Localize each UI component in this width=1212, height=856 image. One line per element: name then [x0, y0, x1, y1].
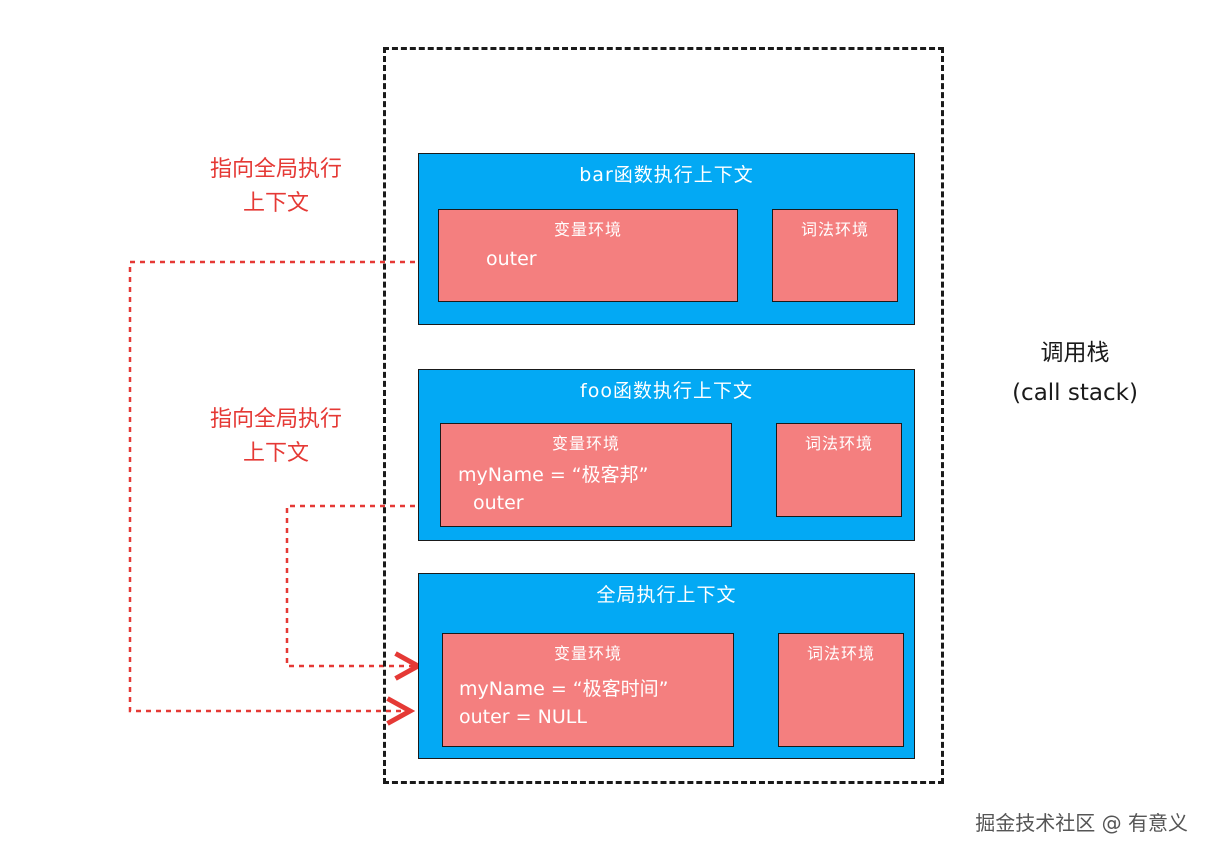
- call-stack-frame: [383, 47, 944, 784]
- call-stack-label-en: (call stack): [1012, 380, 1138, 406]
- pointer-label-1: 指向全局执行 上下文: [186, 153, 366, 221]
- bar-outer-line: outer: [486, 248, 537, 270]
- foo-variable-env-title: 变量环境: [551, 434, 620, 453]
- pointer-label-1-line1: 指向全局执行: [209, 157, 342, 182]
- call-stack-label: 调用栈 (call stack): [985, 333, 1165, 413]
- pointer-label-1-line2: 上下文: [242, 191, 309, 216]
- bar-variable-environment: 变量环境 outer: [438, 209, 738, 302]
- global-myname-line: myName = “极客时间”: [459, 678, 669, 700]
- foo-myname-line: myName = “极客邦”: [458, 464, 649, 486]
- foo-context-title: foo函数执行上下文: [580, 380, 753, 402]
- bar-lexical-env-title: 词法环境: [800, 220, 869, 239]
- global-variable-env-title: 变量环境: [553, 644, 622, 663]
- foo-variable-environment: 变量环境 myName = “极客邦” outer: [440, 423, 732, 527]
- bar-outer-arrow: [128, 260, 475, 711]
- foo-execution-context: foo函数执行上下文 变量环境 myName = “极客邦” outer 词法环…: [418, 369, 915, 541]
- foo-lexical-env-title: 词法环境: [804, 434, 873, 453]
- pointer-label-2-line1: 指向全局执行: [209, 407, 342, 432]
- foo-lexical-environment: 词法环境: [776, 423, 902, 517]
- bar-lexical-environment: 词法环境: [772, 209, 898, 302]
- global-lexical-env-title: 词法环境: [806, 644, 875, 663]
- global-execution-context: 全局执行上下文 变量环境 myName = “极客时间” outer = NUL…: [418, 573, 915, 759]
- bar-variable-env-title: 变量环境: [553, 220, 622, 239]
- call-stack-label-zh: 调用栈: [1040, 340, 1110, 366]
- bar-context-title: bar函数执行上下文: [579, 164, 754, 186]
- global-outer-line: outer = NULL: [459, 706, 587, 728]
- global-context-title: 全局执行上下文: [596, 584, 737, 606]
- pointer-label-2-line2: 上下文: [242, 441, 309, 466]
- global-lexical-environment: 词法环境: [778, 633, 904, 747]
- pointer-label-2: 指向全局执行 上下文: [186, 403, 366, 471]
- foo-outer-line: outer: [473, 492, 524, 514]
- global-variable-environment: 变量环境 myName = “极客时间” outer = NULL: [442, 633, 734, 747]
- foo-outer-arrow: [285, 504, 455, 666]
- watermark: 掘金技术社区 @ 有意义: [975, 811, 1188, 835]
- bar-execution-context: bar函数执行上下文 变量环境 outer 词法环境: [418, 153, 915, 325]
